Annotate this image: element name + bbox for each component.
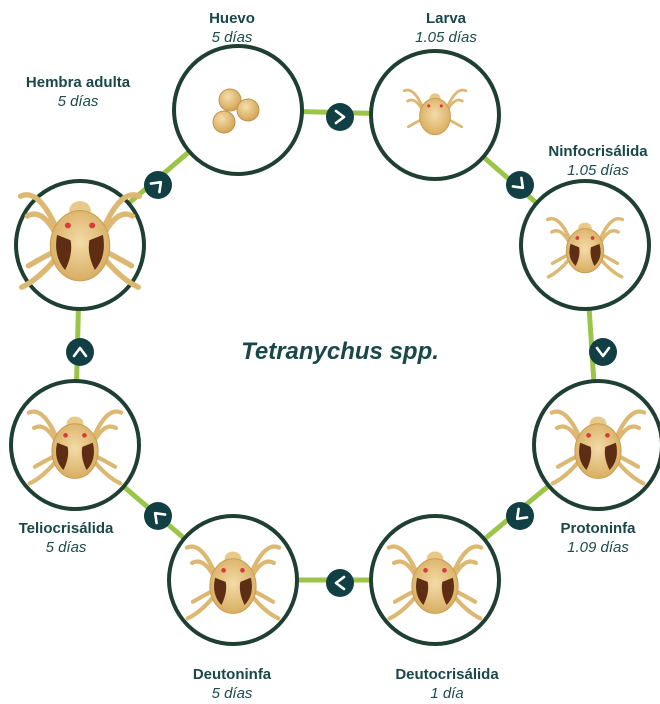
- stage-circle-5: [371, 516, 499, 644]
- body: [420, 98, 451, 134]
- eye: [82, 433, 87, 438]
- stage-duration: 1.05 días: [366, 29, 526, 48]
- stage-duration: 5 días: [152, 685, 312, 704]
- arrow-bg: [326, 569, 354, 597]
- stage-name: Larva: [366, 10, 526, 29]
- eye: [65, 222, 71, 228]
- arrow-right: [326, 103, 354, 131]
- stage-duration: 1 día: [367, 685, 527, 704]
- stage-circle-8: [16, 181, 144, 309]
- arrow-down: [589, 338, 617, 366]
- egg: [213, 111, 235, 133]
- stage-duration: 5 días: [0, 539, 146, 558]
- arrow-bg: [326, 103, 354, 131]
- stage-duration: 1.09 días: [518, 539, 660, 558]
- arrow-bg: [66, 338, 94, 366]
- eye: [575, 236, 579, 240]
- stage-duration: 5 días: [152, 29, 312, 48]
- stage-circle-3: [521, 181, 649, 309]
- stage-circle-2: [371, 51, 499, 179]
- stage-name: Huevo: [152, 10, 312, 29]
- stage-circle-6: [169, 516, 297, 644]
- arrow-up: [66, 338, 94, 366]
- stage-duration: 5 días: [0, 93, 158, 112]
- arrow-left: [326, 569, 354, 597]
- eye: [423, 568, 428, 573]
- eye: [586, 433, 591, 438]
- stage-name: Protoninfa: [518, 520, 660, 539]
- eye: [89, 222, 95, 228]
- stage-name: Teliocrisálida: [0, 520, 146, 539]
- stage-name: Deutoninfa: [152, 666, 312, 685]
- stage-name: Hembra adulta: [0, 74, 158, 93]
- stage-label-4: Protoninfa1.09 días: [518, 520, 660, 558]
- stage-circle-7: [11, 381, 139, 509]
- stage-circle-1: [174, 46, 302, 174]
- eye: [427, 104, 430, 107]
- arrow-bg: [589, 338, 617, 366]
- arrow-bg: [138, 165, 178, 205]
- eye: [442, 568, 447, 573]
- stage-duration: 1.05 días: [518, 162, 660, 181]
- egg: [237, 99, 259, 121]
- arrow-up-right: [138, 165, 178, 205]
- stage-circle-4: [534, 381, 660, 509]
- eye: [221, 568, 226, 573]
- eye: [605, 433, 610, 438]
- eye: [63, 433, 68, 438]
- eye: [440, 104, 443, 107]
- stage-name: Deutocrisálida: [367, 666, 527, 685]
- eye: [591, 236, 595, 240]
- stage-name: Ninfocrisálida: [518, 143, 660, 162]
- center-title: Tetranychus spp.: [205, 338, 475, 366]
- eye: [240, 568, 245, 573]
